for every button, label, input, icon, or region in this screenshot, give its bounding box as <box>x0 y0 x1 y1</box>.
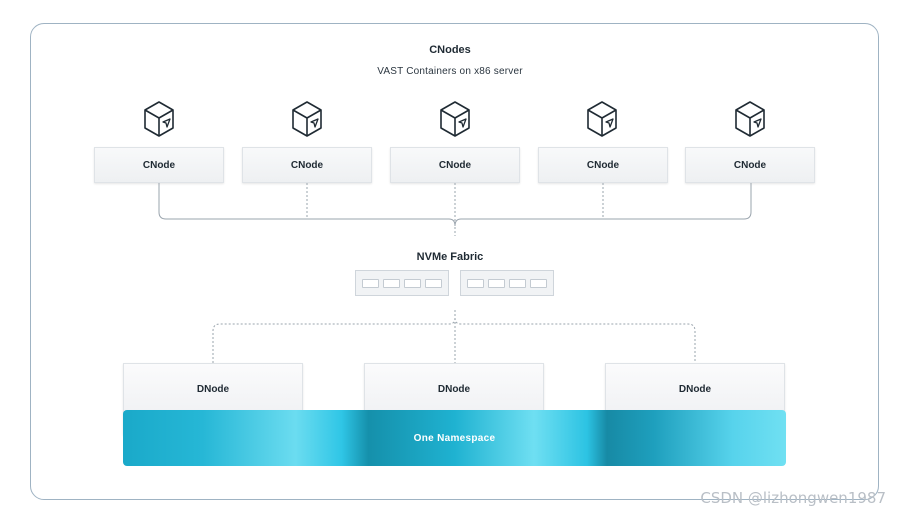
cnode-box: CNode <box>538 147 668 183</box>
switch-port <box>509 278 526 288</box>
switch-port <box>467 278 484 288</box>
diagram-subtitle: VAST Containers on x86 server <box>377 66 523 77</box>
connector-line <box>454 317 696 363</box>
container-cube-icon <box>292 101 322 137</box>
cnode-box: CNode <box>390 147 520 183</box>
container-cube-icon <box>587 101 617 137</box>
connector-line <box>454 183 752 227</box>
watermark: CSDN @lizhongwen1987 <box>700 489 886 507</box>
container-cube-icon <box>735 101 765 137</box>
namespace-band: One Namespace <box>123 410 786 466</box>
fabric-switch <box>460 270 554 296</box>
cnode-box: CNode <box>94 147 224 183</box>
switch-port <box>362 278 379 288</box>
namespace-label: One Namespace <box>413 432 496 444</box>
fabric-switch <box>355 270 449 296</box>
switch-port <box>488 278 505 288</box>
switch-port <box>404 278 421 288</box>
container-cube-icon <box>440 101 470 137</box>
cnode-box: CNode <box>685 147 815 183</box>
switch-port <box>530 278 547 288</box>
connector-line <box>158 183 456 227</box>
fabric-label: NVMe Fabric <box>416 251 484 263</box>
switch-port <box>383 278 400 288</box>
cnode-box: CNode <box>242 147 372 183</box>
container-cube-icon <box>144 101 174 137</box>
diagram-title: CNodes <box>429 44 471 56</box>
switch-port <box>425 278 442 288</box>
connector-line <box>212 310 456 363</box>
